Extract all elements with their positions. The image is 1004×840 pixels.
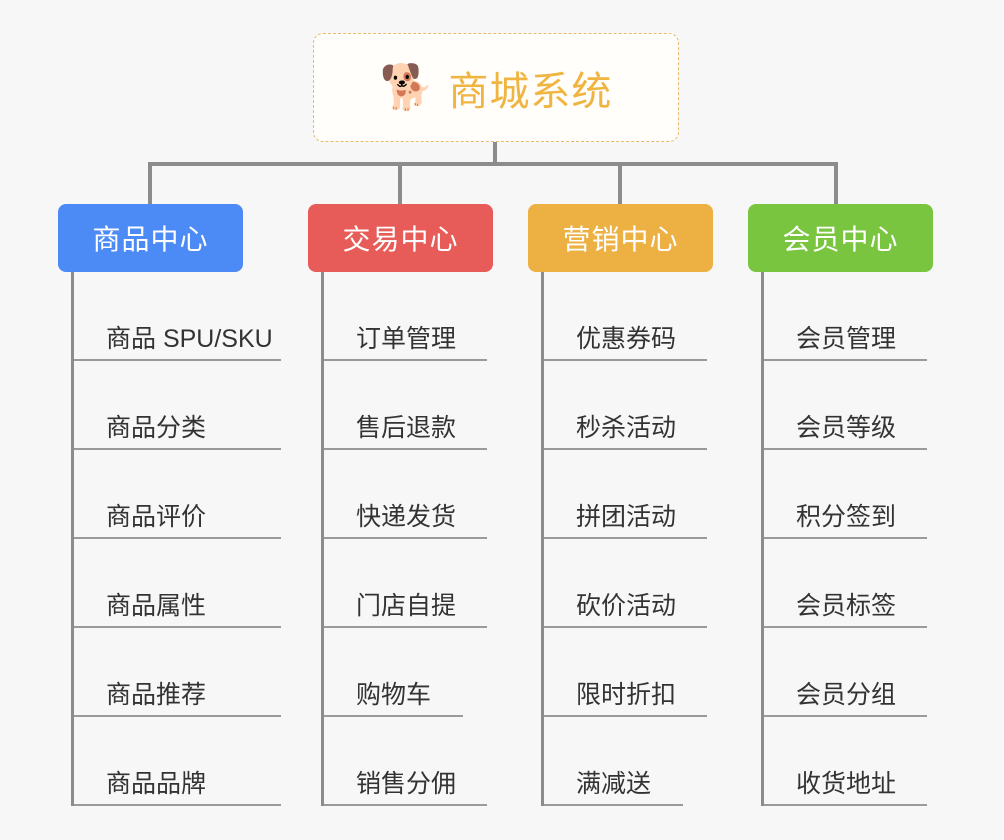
leaf-item-label: 商品评价 <box>106 502 207 531</box>
leaf-item-label: 门店自提 <box>356 591 457 620</box>
leaf-item[interactable]: 收货地址 <box>764 717 927 806</box>
category-header-label: 营销中心 <box>562 224 679 255</box>
leaf-item-label: 满减送 <box>576 769 652 798</box>
leaf-item[interactable]: 砍价活动 <box>544 539 707 628</box>
category-item-list-1: 订单管理售后退款快递发货门店自提购物车销售分佣 <box>321 272 528 806</box>
leaf-item[interactable]: 拼团活动 <box>544 450 707 539</box>
leaf-item[interactable]: 商品分类 <box>74 361 281 450</box>
leaf-item[interactable]: 订单管理 <box>324 272 487 361</box>
connector-drop-1 <box>398 162 402 204</box>
connector-horizontal-bus <box>148 162 838 166</box>
leaf-item[interactable]: 积分签到 <box>764 450 927 539</box>
leaf-item[interactable]: 快递发货 <box>324 450 487 539</box>
category-column-2: 营销中心优惠券码秒杀活动拼团活动砍价活动限时折扣满减送 <box>528 204 748 806</box>
leaf-item-label: 砍价活动 <box>576 591 677 620</box>
connector-drop-0 <box>148 162 152 204</box>
category-header-label: 交易中心 <box>342 224 459 255</box>
leaf-item[interactable]: 会员分组 <box>764 628 927 717</box>
root-node[interactable]: 🐕 商城系统 <box>313 33 679 142</box>
connector-root-stem <box>493 142 497 166</box>
leaf-item[interactable]: 商品评价 <box>74 450 281 539</box>
category-header-label: 商品中心 <box>92 224 209 255</box>
leaf-item-label: 商品品牌 <box>106 769 207 798</box>
leaf-item[interactable]: 商品推荐 <box>74 628 281 717</box>
leaf-item-label: 快递发货 <box>356 502 457 531</box>
category-column-1: 交易中心订单管理售后退款快递发货门店自提购物车销售分佣 <box>308 204 528 806</box>
category-item-list-0: 商品 SPU/SKU 商品分类商品评价商品属性商品推荐商品品牌 <box>71 272 281 806</box>
leaf-item[interactable]: 会员标签 <box>764 539 927 628</box>
shiba-dog-icon: 🐕 <box>379 62 435 112</box>
leaf-item-label: 会员等级 <box>796 413 897 442</box>
category-header-1[interactable]: 交易中心 <box>308 204 493 272</box>
leaf-item-label: 收货地址 <box>796 769 897 798</box>
category-item-list-2: 优惠券码秒杀活动拼团活动砍价活动限时折扣满减送 <box>541 272 748 806</box>
connector-drop-3 <box>834 162 838 204</box>
leaf-item-label: 销售分佣 <box>356 769 457 798</box>
leaf-item-label: 秒杀活动 <box>576 413 677 442</box>
category-column-3: 会员中心会员管理会员等级积分签到会员标签会员分组收货地址 <box>748 204 968 806</box>
leaf-item[interactable]: 门店自提 <box>324 539 487 628</box>
category-column-0: 商品中心商品 SPU/SKU 商品分类商品评价商品属性商品推荐商品品牌 <box>58 204 281 806</box>
root-node-title: 商城系统 <box>448 69 613 114</box>
leaf-item-label: 优惠券码 <box>576 324 677 353</box>
leaf-item[interactable]: 会员等级 <box>764 361 927 450</box>
leaf-item[interactable]: 商品属性 <box>74 539 281 628</box>
leaf-item[interactable]: 优惠券码 <box>544 272 707 361</box>
leaf-item[interactable]: 销售分佣 <box>324 717 487 806</box>
category-item-list-3: 会员管理会员等级积分签到会员标签会员分组收货地址 <box>761 272 968 806</box>
leaf-item-label: 拼团活动 <box>576 502 677 531</box>
category-header-3[interactable]: 会员中心 <box>748 204 933 272</box>
leaf-item-label: 购物车 <box>356 680 432 709</box>
leaf-item[interactable]: 秒杀活动 <box>544 361 707 450</box>
leaf-item-label: 订单管理 <box>356 324 457 353</box>
leaf-item[interactable]: 满减送 <box>544 717 683 806</box>
leaf-item[interactable]: 限时折扣 <box>544 628 707 717</box>
category-header-0[interactable]: 商品中心 <box>58 204 243 272</box>
connector-drop-2 <box>618 162 622 204</box>
leaf-item-label: 限时折扣 <box>576 680 677 709</box>
leaf-item-label: 积分签到 <box>796 502 897 531</box>
leaf-item[interactable]: 售后退款 <box>324 361 487 450</box>
leaf-item-label: 商品推荐 <box>106 680 207 709</box>
leaf-item[interactable]: 会员管理 <box>764 272 927 361</box>
category-header-2[interactable]: 营销中心 <box>528 204 713 272</box>
leaf-item-label: 会员标签 <box>796 591 897 620</box>
leaf-item-label: 会员分组 <box>796 680 897 709</box>
leaf-item[interactable]: 购物车 <box>324 628 463 717</box>
category-header-label: 会员中心 <box>782 224 899 255</box>
leaf-item-label: 会员管理 <box>796 324 897 353</box>
leaf-item[interactable]: 商品品牌 <box>74 717 281 806</box>
leaf-item-label: 商品 SPU/SKU <box>106 324 273 353</box>
leaf-item[interactable]: 商品 SPU/SKU <box>74 272 281 361</box>
leaf-item-label: 商品分类 <box>106 413 207 442</box>
leaf-item-label: 售后退款 <box>356 413 457 442</box>
leaf-item-label: 商品属性 <box>106 591 207 620</box>
